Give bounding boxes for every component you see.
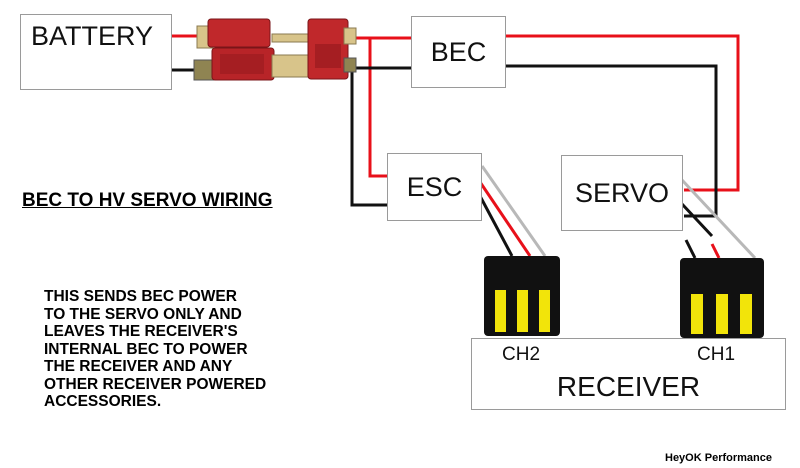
- ch1-plug: [680, 258, 764, 338]
- esc-lead-grey: [480, 165, 547, 257]
- battery-box: BATTERY: [20, 14, 172, 90]
- ch2-label: CH2: [502, 344, 541, 365]
- servo-box: SERVO: [561, 155, 683, 231]
- description-note: THIS SENDS BEC POWER TO THE SERVO ONLY A…: [44, 288, 344, 411]
- esc-label: ESC: [406, 171, 463, 202]
- servo-lead-black-stub: [684, 239, 697, 259]
- receiver-box: RECEIVER: [471, 338, 786, 410]
- esc-lead-black: [478, 195, 514, 257]
- esc-lead-red: [478, 181, 532, 257]
- esc-negative-wire: [350, 68, 390, 207]
- servo-lead-red-stub: [710, 243, 721, 259]
- servo-lead-grey: [680, 178, 757, 260]
- credit-text: HeyOK Performance: [665, 452, 772, 464]
- note-line: ACCESSORIES.: [44, 393, 162, 410]
- ch2-plug: [484, 256, 560, 336]
- note-line: TO THE SERVO ONLY AND: [44, 305, 242, 323]
- note-line: INTERNAL BEC TO POWER: [44, 340, 248, 358]
- esc-positive-wire: [368, 38, 390, 178]
- note-line: THIS SENDS BEC POWER: [44, 288, 237, 305]
- servo-lead-black-top: [680, 202, 714, 238]
- bec-label: BEC: [430, 36, 487, 67]
- battery-connector: [193, 18, 309, 81]
- note-line: THE RECEIVER AND ANY: [44, 358, 233, 375]
- diagram-title: BEC TO HV SERVO WIRING: [22, 190, 273, 211]
- note-line: LEAVES THE RECEIVER'S: [44, 323, 238, 340]
- esc-connector: [271, 18, 357, 80]
- bec-box: BEC: [411, 16, 506, 88]
- ch1-label: CH1: [697, 344, 736, 365]
- servo-label: SERVO: [574, 177, 670, 208]
- bec-output-negative: [505, 64, 718, 218]
- esc-box: ESC: [387, 153, 482, 221]
- receiver-label: RECEIVER: [556, 371, 701, 402]
- note-line: OTHER RECEIVER POWERED: [44, 375, 267, 393]
- battery-label: BATTERY: [31, 21, 154, 51]
- bec-output-positive: [505, 34, 740, 192]
